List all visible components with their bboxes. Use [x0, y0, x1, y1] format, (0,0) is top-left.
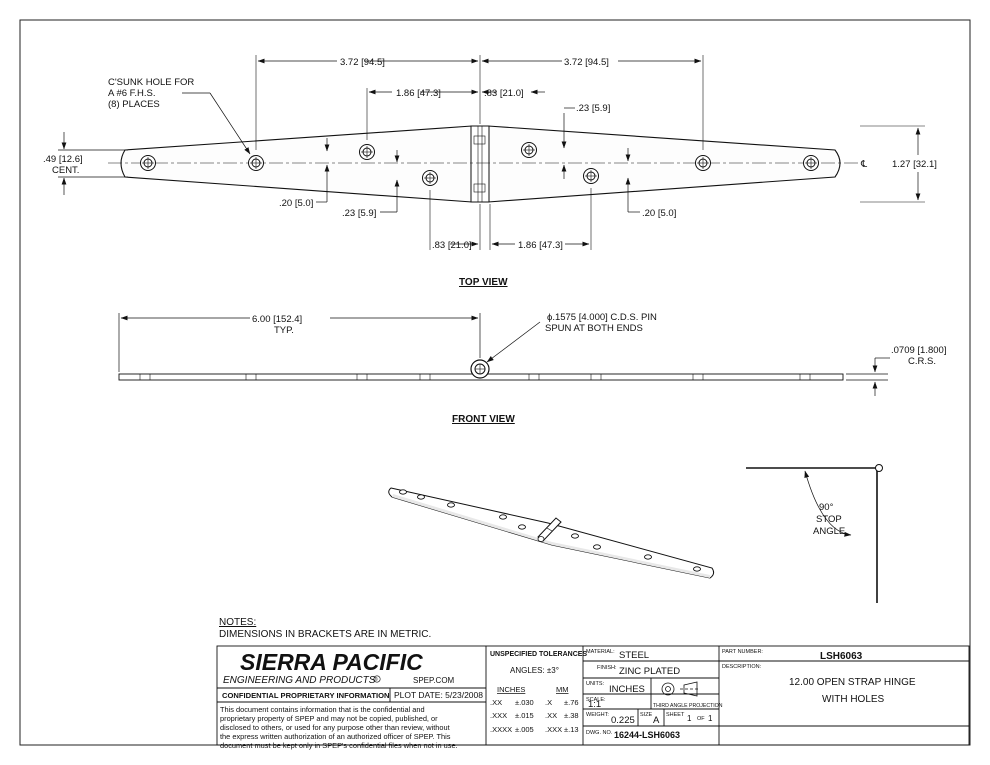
- dim-thickness-note: C.R.S.: [908, 356, 936, 367]
- tolerances-angles: ANGLES: ±3°: [510, 666, 559, 675]
- dim-thickness: .0709 [1.800]: [891, 345, 946, 356]
- finish-value: ZINC PLATED: [619, 666, 680, 677]
- svg-text:.XX: .XX: [490, 698, 502, 707]
- svg-text:FINISH:: FINISH:: [597, 665, 617, 671]
- part-number: LSH6063: [820, 651, 863, 662]
- dim-end-width: .49 [12.6]: [43, 154, 83, 165]
- disclaimer: This document contains information that …: [220, 705, 458, 750]
- dim-right-offset-small: .20 [5.0]: [642, 208, 676, 219]
- top-view: ℄: [43, 55, 937, 288]
- dim-knuckle-bottom: .83 [21.0]: [432, 240, 472, 251]
- svg-text:document must be kept only in: document must be kept only in SPEP's con…: [220, 741, 458, 750]
- svg-text:the express written authorizat: the express written authorization of an …: [220, 732, 451, 741]
- dim-typ-note: TYP.: [274, 325, 294, 336]
- weight-value: 0.225: [611, 715, 635, 726]
- dim-typ-length: 6.00 [152.4]: [252, 314, 302, 325]
- tolerances-mm-label: MM: [556, 685, 569, 694]
- svg-text:±.015: ±.015: [515, 711, 534, 720]
- svg-text:±.13: ±.13: [564, 725, 579, 734]
- svg-text:DWG. NO.: DWG. NO.: [586, 730, 613, 736]
- top-view-title: TOP VIEW: [459, 277, 508, 288]
- projection-label: THIRD ANGLE PROJECTION: [653, 703, 723, 709]
- company-subtitle: ENGINEERING AND PRODUCTS: [223, 675, 376, 686]
- isometric-view: [388, 487, 715, 579]
- pin-callout-line2: SPUN AT BOTH ENDS: [545, 323, 643, 334]
- units-value: INCHES: [609, 684, 645, 695]
- confidential-label: CONFIDENTIAL PROPRIETARY INFORMATION: [222, 691, 389, 700]
- company-website: SPEP.COM: [413, 676, 455, 685]
- dim-left-offset-small: .20 [5.0]: [279, 198, 313, 209]
- svg-text:.XXX: .XXX: [490, 711, 507, 720]
- hole-callout-line2: A #6 F.H.S.: [108, 88, 156, 99]
- stop-angle-line2: ANGLE: [813, 526, 845, 537]
- hinge-knuckle: [470, 125, 490, 203]
- plot-date: PLOT DATE: 5/23/2008: [394, 690, 483, 700]
- svg-text:.XXXX: .XXXX: [490, 725, 512, 734]
- projection-symbol: [661, 681, 700, 697]
- front-view: 6.00 [152.4] TYP. ϕ.1575 [4.000] C.D.S. …: [118, 312, 946, 425]
- svg-text:This document contains informa: This document contains information that …: [220, 705, 425, 714]
- dim-left-span: 3.72 [94.5]: [340, 57, 385, 68]
- title-block: SIERRA PACIFIC ENGINEERING AND PRODUCTS …: [216, 645, 970, 750]
- svg-text:PART NUMBER:: PART NUMBER:: [722, 649, 763, 655]
- svg-text:.XXX: .XXX: [545, 725, 562, 734]
- stop-angle-detail: 90° STOP ANGLE: [746, 464, 883, 603]
- scale-value: 1:1: [588, 699, 601, 710]
- dim-left-offset-large: .23 [5.9]: [342, 208, 376, 219]
- svg-text:disclosed to others, or used f: disclosed to others, or used for any pur…: [220, 723, 450, 732]
- svg-text:UNITS:: UNITS:: [586, 681, 605, 687]
- material-value: STEEL: [619, 650, 649, 661]
- sheet-value: 1: [687, 714, 692, 723]
- svg-text:±.76: ±.76: [564, 698, 579, 707]
- svg-text:WEIGHT:: WEIGHT:: [586, 712, 609, 718]
- tolerance-rows: .XX ±.030 .X ±.76 .XXX ±.015 .XX ±.38 .X…: [490, 698, 579, 734]
- svg-text:SHEET: SHEET: [666, 712, 685, 718]
- dim-upper-left-pitch: 1.86 [47.3]: [396, 88, 441, 99]
- front-view-title: FRONT VIEW: [452, 414, 515, 425]
- hole-callout-line3: (8) PLACES: [108, 99, 160, 110]
- tolerances-inches-label: INCHES: [497, 685, 525, 694]
- tolerances-heading: UNSPECIFIED TOLERANCES: [490, 651, 587, 658]
- company-logo: SIERRA PACIFIC: [240, 649, 423, 675]
- svg-text:proprietary property of SPEP a: proprietary property of SPEP and may not…: [220, 714, 438, 723]
- svg-text:±.005: ±.005: [515, 725, 534, 734]
- notes-heading: NOTES:: [219, 617, 256, 628]
- svg-text:SIZE: SIZE: [640, 712, 653, 718]
- svg-text:.X: .X: [545, 698, 552, 707]
- notes-line: DIMENSIONS IN BRACKETS ARE IN METRIC.: [219, 629, 431, 640]
- dim-knuckle-top: .83 [21.0]: [484, 88, 524, 99]
- svg-text:OF: OF: [697, 716, 705, 722]
- drawing-number: 16244-LSH6063: [614, 730, 680, 740]
- sheets-value: 1: [708, 714, 713, 723]
- description-line2: WITH HOLES: [822, 694, 885, 705]
- dim-overall-width: 1.27 [32.1]: [892, 159, 937, 170]
- pin-callout-line1: ϕ.1575 [4.000] C.D.S. PIN: [547, 312, 657, 323]
- dim-lower-right-pitch: 1.86 [47.3]: [518, 240, 563, 251]
- svg-text:.XX: .XX: [545, 711, 557, 720]
- svg-text:DESCRIPTION:: DESCRIPTION:: [722, 664, 762, 670]
- svg-text:±.38: ±.38: [564, 711, 579, 720]
- dim-right-span: 3.72 [94.5]: [564, 57, 609, 68]
- hole-callout-line1: C'SUNK HOLE FOR: [108, 77, 194, 88]
- centerline-symbol: ℄: [860, 159, 868, 170]
- svg-text:MATERIAL:: MATERIAL:: [586, 649, 615, 655]
- stop-pin: [875, 464, 883, 472]
- registered-mark: ®: [374, 676, 378, 683]
- description-line1: 12.00 OPEN STRAP HINGE: [789, 677, 916, 688]
- svg-text:SCALE:: SCALE:: [586, 697, 606, 703]
- dim-upper-right-offset: .23 [5.9]: [576, 103, 610, 114]
- size-value: A: [653, 715, 660, 726]
- stop-angle-degrees: 90°: [819, 502, 834, 513]
- dim-end-width-note: CENT.: [52, 165, 79, 176]
- svg-text:±.030: ±.030: [515, 698, 534, 707]
- stop-angle-line1: STOP: [816, 514, 842, 525]
